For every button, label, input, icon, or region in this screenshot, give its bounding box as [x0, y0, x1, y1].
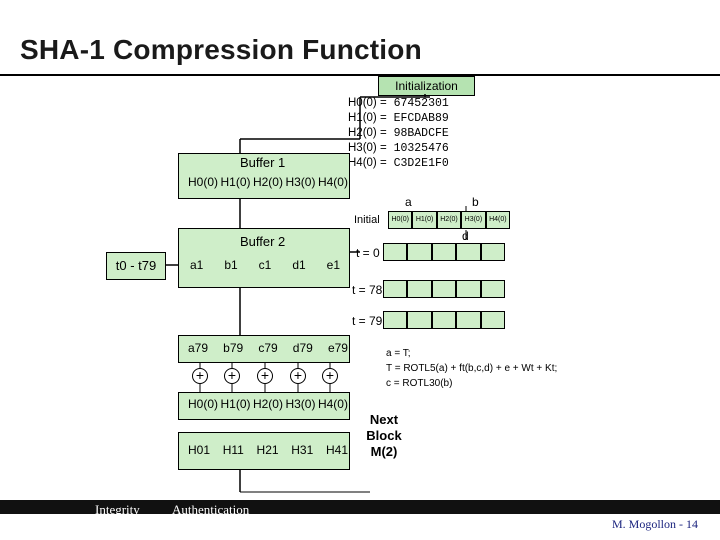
init-value-h0: H0(0) = 67452301: [348, 97, 449, 110]
buffer1-cell: H0(0): [188, 175, 219, 189]
round79-panel: [178, 335, 350, 363]
h1-row-cell: H41: [325, 443, 348, 457]
buffer1-label: Buffer 1: [240, 155, 286, 170]
h1-row-cell: H11: [222, 443, 244, 457]
footer-authentication: Authentication: [172, 502, 250, 517]
round79-cell: e79: [327, 341, 348, 355]
col-letter-d: d: [462, 229, 469, 243]
step-cell: [407, 311, 432, 329]
h0-row-cell: H0(0): [188, 397, 219, 411]
footer-integrity: Integrity: [95, 502, 140, 517]
step-cell: [456, 280, 481, 298]
slide-title: SHA-1 Compression Function: [20, 34, 422, 65]
initialization-box: Initialization: [378, 76, 475, 96]
h0-row-cell: H2(0): [252, 397, 283, 411]
step-row: [383, 280, 506, 298]
step-label: t = 78: [352, 283, 383, 297]
initial-cell: H4(0): [485, 211, 511, 229]
buffer1-cell: H3(0): [285, 175, 316, 189]
plus-icon: +: [322, 368, 338, 384]
h0-row-cell: H1(0): [220, 397, 251, 411]
h1-row-cell: H21: [256, 443, 279, 457]
initial-cell: H2(0): [436, 211, 462, 229]
round79-cell: b79: [223, 341, 244, 355]
init-value-h3: H3(0) = 10325476: [348, 142, 449, 155]
step-label: t = 0: [356, 246, 380, 260]
formula-line: c = ROTL30(b): [386, 378, 453, 389]
round-formulas: a = T; T = ROTL5(a) + ft(b,c,d) + e + Wt…: [386, 346, 557, 391]
round79-cell: d79: [292, 341, 313, 355]
plus-icon: +: [257, 368, 273, 384]
buffer2-cell: a1: [190, 258, 204, 272]
plus-icon: +: [290, 368, 306, 384]
step-cell: [456, 311, 481, 329]
formula-line: a = T;: [386, 348, 411, 359]
next-block-label: Next Block M(2): [366, 412, 402, 459]
step-cell: [383, 243, 408, 261]
buffer2-cell: e1: [326, 258, 340, 272]
buffer2-cell: b1: [224, 258, 238, 272]
footer-bar: [0, 500, 720, 514]
buffer2-cell: c1: [258, 258, 272, 272]
h1-row-panel: [178, 432, 350, 470]
h1-row-cell: H31: [291, 443, 314, 457]
init-value-h1: H1(0) = EFCDAB89: [348, 112, 449, 125]
buffer1-panel: [178, 153, 350, 199]
h0-row-cells: H0(0) H1(0) H2(0) H3(0) H4(0): [188, 397, 348, 411]
buffer1-cell: H4(0): [317, 175, 348, 189]
step-cell: [383, 280, 408, 298]
step-cell: [431, 311, 457, 329]
step-cell: [407, 243, 432, 261]
buffer2-cell: d1: [292, 258, 306, 272]
init-value-h4: H4(0) = C3D2E1F0: [348, 157, 449, 170]
h1-row-cells: H01 H11 H21 H31 H41: [188, 443, 348, 457]
initial-row: H0(0) H1(0) H2(0) H3(0) H4(0): [388, 211, 511, 229]
buffer2-panel: [178, 228, 350, 288]
init-value-h2: H2(0) = 98BADCFE: [348, 127, 449, 140]
initial-cell: H3(0): [461, 211, 486, 229]
round79-cell: a79: [188, 341, 209, 355]
footer-author-page: M. Mogollon - 14: [612, 517, 699, 531]
step-row: [383, 311, 506, 329]
h0-row-cell: H3(0): [285, 397, 316, 411]
initial-label: Initial: [354, 214, 380, 226]
buffer1-cell: H1(0): [220, 175, 251, 189]
initial-cell: H0(0): [388, 211, 413, 229]
step-label: t = 79: [352, 314, 383, 328]
h0-row-cell: H4(0): [317, 397, 348, 411]
title-rule: [0, 74, 720, 76]
col-letter-b: b: [472, 195, 479, 209]
buffer2-label: Buffer 2: [240, 234, 286, 249]
buffer2-cells: a1 b1 c1 d1 e1: [190, 258, 340, 272]
col-letter-a: a: [405, 195, 412, 209]
round-range-box: t0 - t79: [106, 252, 166, 280]
formula-line: T = ROTL5(a) + ft(b,c,d) + e + Wt + Kt;: [386, 363, 558, 374]
buffer1-cell: H2(0): [252, 175, 283, 189]
step-cell: [456, 243, 481, 261]
step-cell: [431, 243, 457, 261]
plus-icon: +: [192, 368, 208, 384]
step-cell: [431, 280, 457, 298]
h1-row-cell: H01: [188, 443, 211, 457]
round79-cells: a79 b79 c79 d79 e79: [188, 341, 348, 355]
step-cell: [383, 311, 408, 329]
step-cell: [480, 243, 506, 261]
step-cell: [407, 280, 432, 298]
step-cell: [480, 311, 506, 329]
h0-row-panel: [178, 392, 350, 420]
plus-icon: +: [224, 368, 240, 384]
round79-cell: c79: [258, 341, 278, 355]
initial-cell: H1(0): [412, 211, 437, 229]
buffer1-cells: H0(0) H1(0) H2(0) H3(0) H4(0): [188, 175, 348, 189]
step-cell: [480, 280, 506, 298]
step-row: [383, 243, 506, 261]
init-values: H0(0) = 67452301 H1(0) = EFCDAB89 H2(0) …: [348, 96, 449, 171]
